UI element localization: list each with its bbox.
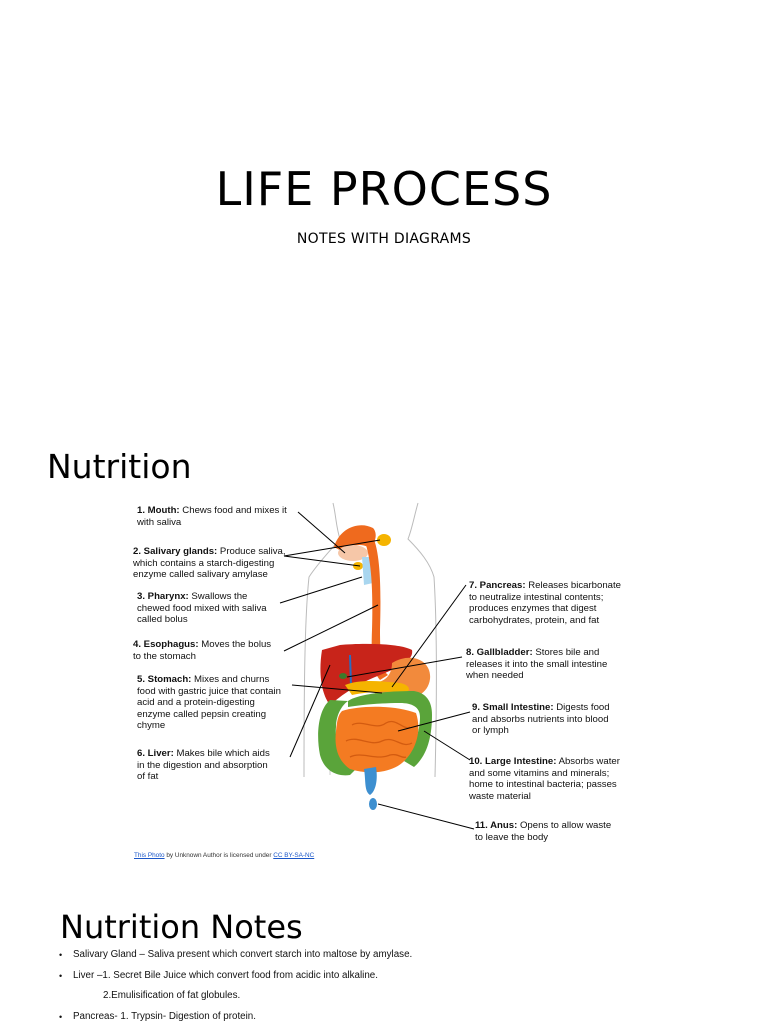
image-credit: This Photo by Unknown Author is licensed…	[134, 852, 314, 859]
list-item: Pancreas- 1. Trypsin- Digestion of prote…	[58, 1010, 748, 1030]
nutrition-heading: Nutrition	[47, 447, 192, 486]
nutrition-notes-heading: Nutrition Notes	[60, 908, 303, 946]
license-link[interactable]: CC BY-SA-NC	[273, 852, 314, 859]
list-item: Liver –1. Secret Bile Juice which conver…	[58, 969, 748, 990]
label-salivary-glands: 2. Salivary glands: Produce saliva,which…	[133, 546, 286, 581]
slide-title: LIFE PROCESS	[0, 162, 768, 216]
list-item: Salivary Gland – Saliva present which co…	[58, 948, 748, 969]
photo-link[interactable]: This Photo	[134, 852, 165, 859]
notes-list: Salivary Gland – Saliva present which co…	[58, 948, 748, 1030]
list-item: 2.Emulisification of fat globules.	[58, 989, 748, 1010]
slide-subtitle: NOTES WITH DIAGRAMS	[0, 231, 768, 247]
digestive-system-illustration	[0, 495, 768, 850]
